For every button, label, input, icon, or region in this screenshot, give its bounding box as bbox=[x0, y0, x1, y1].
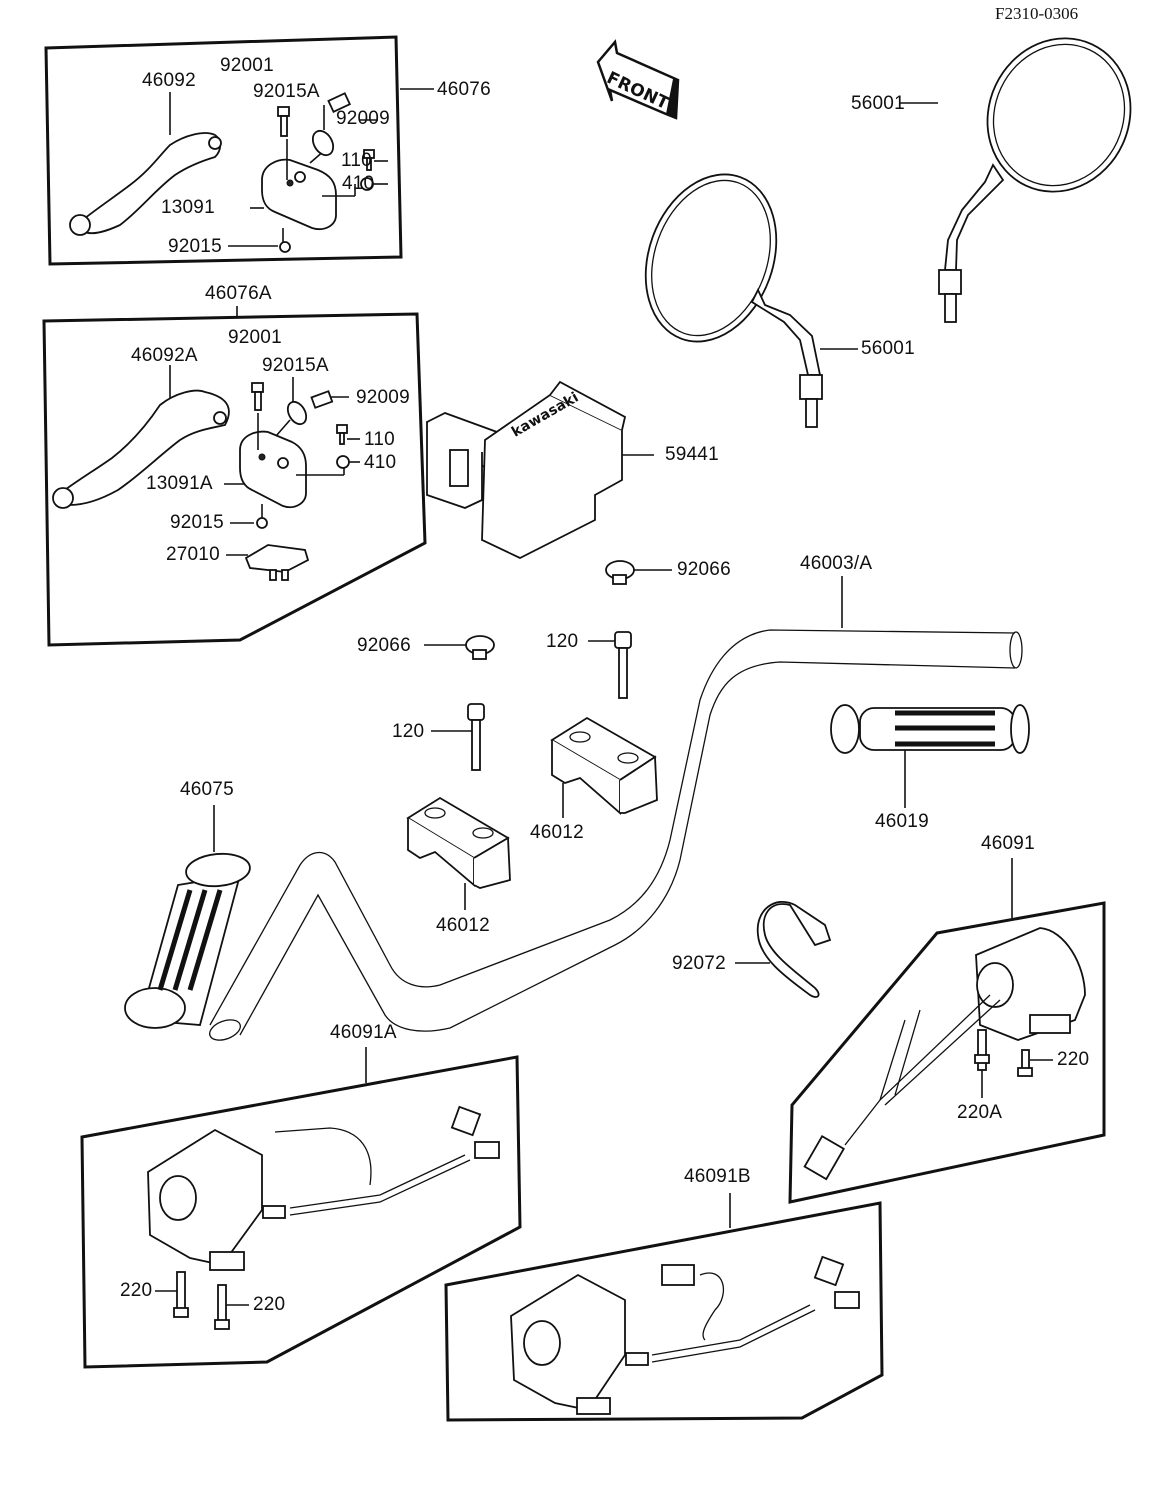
screw-220-right bbox=[1017, 1049, 1053, 1077]
screw-220A bbox=[974, 1029, 990, 1098]
screw-220-left-2 bbox=[214, 1284, 249, 1330]
front-arrow-icon bbox=[596, 39, 680, 120]
label-92066-upper: 92066 bbox=[677, 559, 731, 580]
label-92015-a: 92015 bbox=[170, 512, 224, 533]
holder-46012-upper bbox=[550, 716, 658, 818]
grip-left-46075 bbox=[124, 805, 251, 1029]
label-120-lower: 120 bbox=[392, 721, 425, 742]
mirror-right-56001 bbox=[900, 37, 1132, 323]
collar-92015A bbox=[311, 105, 335, 157]
grip-right-46019 bbox=[830, 704, 1030, 808]
label-92072: 92072 bbox=[672, 953, 726, 974]
label-46091A: 46091A bbox=[330, 1022, 397, 1043]
brake-lever-46092A bbox=[52, 365, 230, 509]
lever-assembly-a-box bbox=[42, 306, 427, 647]
collar-92015A-a bbox=[286, 377, 308, 426]
switch-right-46091 bbox=[803, 927, 1086, 1181]
label-56001-left: 56001 bbox=[861, 338, 915, 359]
label-410-a: 410 bbox=[364, 452, 397, 473]
label-13091A: 13091A bbox=[146, 473, 213, 494]
adjuster-92009 bbox=[327, 92, 378, 121]
handlebar-46003 bbox=[209, 576, 1023, 1041]
mirror-left-56001 bbox=[644, 173, 858, 428]
switch-left-b-46091B bbox=[510, 1255, 860, 1415]
label-110: 110 bbox=[341, 150, 372, 171]
label-46076A: 46076A bbox=[205, 283, 272, 304]
label-410: 410 bbox=[342, 173, 375, 194]
label-92015A-a: 92015A bbox=[262, 355, 329, 376]
label-46003A: 46003/A bbox=[800, 553, 873, 574]
label-46012-upper: 46012 bbox=[530, 822, 584, 843]
label-27010: 27010 bbox=[166, 544, 220, 565]
label-59441: 59441 bbox=[665, 444, 719, 465]
label-13091: 13091 bbox=[161, 197, 215, 218]
label-46092: 46092 bbox=[142, 70, 196, 91]
holder-13091A bbox=[224, 413, 345, 529]
reference-code: F2310-0306 bbox=[995, 4, 1079, 23]
holder-46012-lower bbox=[406, 796, 511, 910]
clutch-lever-46092 bbox=[69, 92, 222, 236]
label-120-upper: 120 bbox=[546, 631, 579, 652]
cap-92066-upper bbox=[605, 560, 672, 585]
cover-59441 bbox=[425, 380, 654, 560]
label-92001: 92001 bbox=[220, 55, 274, 76]
label-92015A: 92015A bbox=[253, 81, 320, 102]
label-56001-right: 56001 bbox=[851, 93, 905, 114]
switch-left-b-box bbox=[444, 1193, 884, 1422]
screw-110 bbox=[363, 149, 388, 171]
label-220-right: 220 bbox=[1057, 1049, 1090, 1070]
switch-left-a-46091A bbox=[147, 1105, 500, 1271]
label-220A: 220A bbox=[957, 1102, 1003, 1123]
label-92009-a: 92009 bbox=[356, 387, 410, 408]
label-92015: 92015 bbox=[168, 236, 222, 257]
label-220-left-1: 220 bbox=[120, 1280, 153, 1301]
label-46092A: 46092A bbox=[131, 345, 198, 366]
label-46091B: 46091B bbox=[684, 1166, 751, 1187]
screw-220-left-1 bbox=[155, 1271, 189, 1318]
label-46075: 46075 bbox=[180, 779, 234, 800]
label-46012-lower: 46012 bbox=[436, 915, 490, 936]
bolt-92001-a bbox=[251, 382, 264, 411]
label-220-left-2: 220 bbox=[253, 1294, 286, 1315]
switch-left-a-box bbox=[80, 1047, 522, 1369]
label-92066-lower: 92066 bbox=[357, 635, 411, 656]
adjuster-92009-a bbox=[310, 390, 349, 409]
clamp-92072 bbox=[735, 900, 832, 998]
label-46076: 46076 bbox=[437, 79, 491, 100]
label-92009: 92009 bbox=[336, 108, 390, 129]
cap-92066-lower bbox=[424, 635, 495, 660]
holder-13091 bbox=[228, 139, 356, 253]
bolt-120-lower bbox=[431, 703, 485, 771]
switch-27010 bbox=[226, 544, 310, 581]
nut-410-a bbox=[336, 455, 360, 469]
bolt-92001 bbox=[277, 106, 290, 137]
lever-assembly-box bbox=[44, 35, 434, 266]
screw-110-a bbox=[336, 424, 360, 445]
label-110-a: 110 bbox=[364, 429, 395, 450]
bolt-120-upper bbox=[588, 631, 632, 699]
label-46019: 46019 bbox=[875, 811, 929, 832]
switch-right-box bbox=[788, 858, 1106, 1204]
label-46091: 46091 bbox=[981, 833, 1035, 854]
nut-410 bbox=[360, 177, 388, 191]
label-92001-a: 92001 bbox=[228, 327, 282, 348]
